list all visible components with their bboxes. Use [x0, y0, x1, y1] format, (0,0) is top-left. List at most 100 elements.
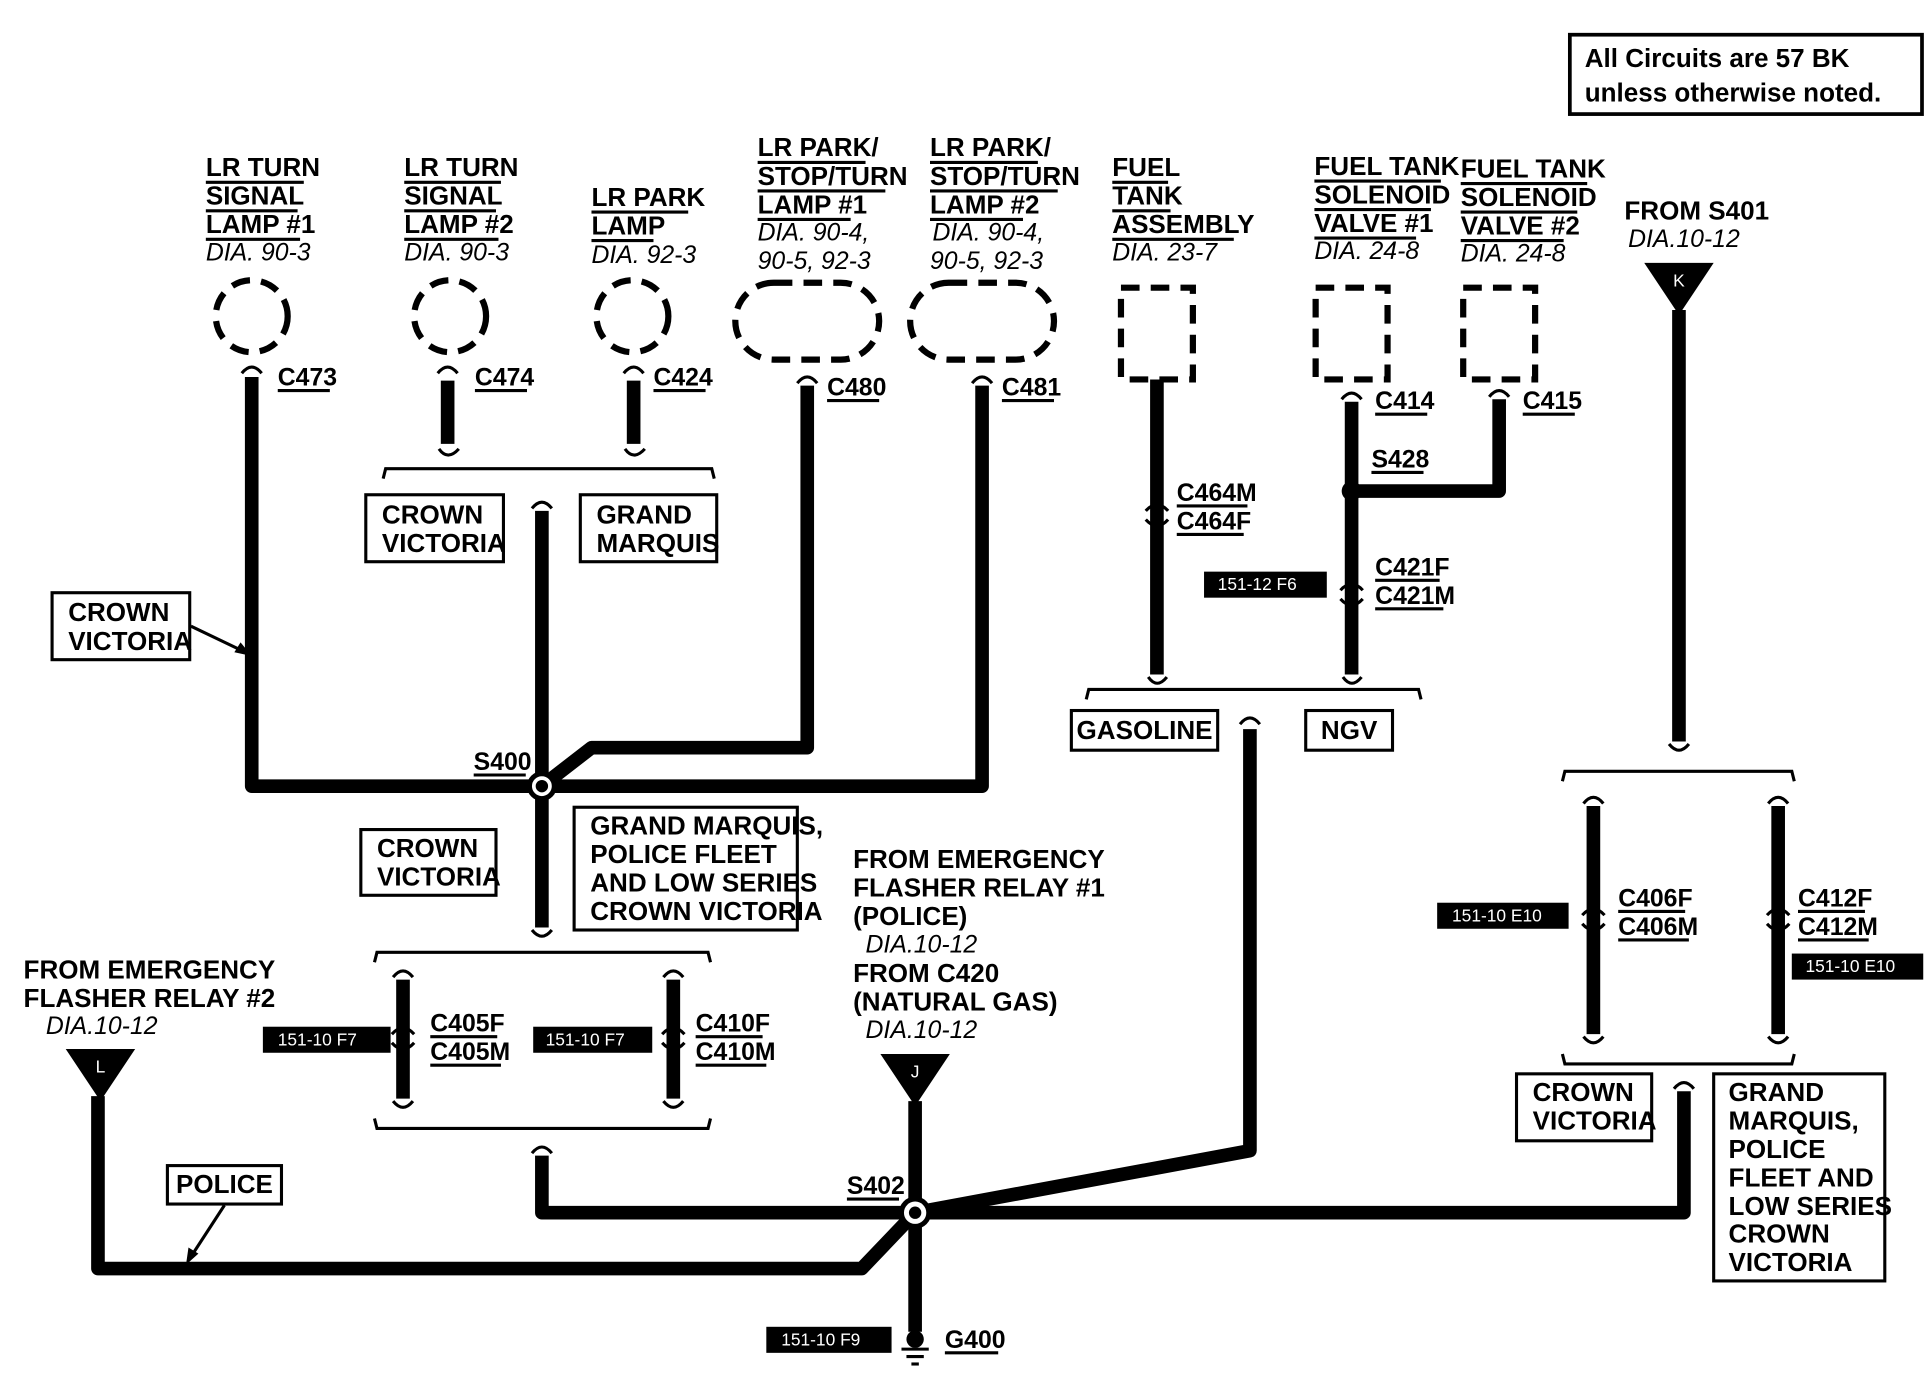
connector-c480: C480: [827, 375, 886, 402]
svg-text:CROWN: CROWN: [1533, 1077, 1634, 1107]
svg-text:DIA. 90-3: DIA. 90-3: [206, 239, 311, 266]
svg-text:K: K: [1673, 270, 1685, 290]
svg-text:FROM EMERGENCY: FROM EMERGENCY: [24, 954, 276, 984]
svg-text:FUEL TANK: FUEL TANK: [1461, 153, 1606, 183]
svg-text:VICTORIA: VICTORIA: [68, 626, 192, 656]
svg-text:J: J: [911, 1062, 920, 1082]
location-tag-f7-a: 151-10 F7: [262, 1026, 391, 1053]
svg-text:DIA.10-12: DIA.10-12: [46, 1013, 158, 1040]
component-fuel-tank-assembly: FUEL TANK ASSEMBLY DIA. 23-7: [1112, 152, 1255, 266]
svg-text:ASSEMBLY: ASSEMBLY: [1112, 209, 1254, 239]
component-lr-park-lamp: LR PARK LAMP DIA. 92-3: [591, 182, 705, 269]
svg-text:CROWN VICTORIA: CROWN VICTORIA: [590, 896, 823, 926]
svg-text:DIA. 90-4,: DIA. 90-4,: [932, 220, 1044, 247]
svg-text:LAMP: LAMP: [591, 210, 665, 240]
svg-text:DIA. 24-8: DIA. 24-8: [1461, 241, 1566, 268]
splice-s402: S402: [847, 1173, 932, 1229]
svg-text:DIA. 90-4,: DIA. 90-4,: [758, 220, 870, 247]
svg-text:LAMP #1: LAMP #1: [206, 209, 315, 239]
location-tag-f6: 151-12 F6: [1204, 571, 1327, 598]
svg-text:LR PARK/: LR PARK/: [758, 132, 879, 162]
svg-text:151-10 F7: 151-10 F7: [278, 1029, 357, 1049]
svg-text:LR TURN: LR TURN: [404, 152, 518, 182]
svg-text:DIA.10-12: DIA.10-12: [866, 931, 978, 958]
connector-c421m: C421M: [1375, 583, 1455, 610]
svg-text:DIA.10-12: DIA.10-12: [866, 1017, 978, 1044]
svg-text:LOW SERIES: LOW SERIES: [1729, 1191, 1892, 1221]
box-ngv: NGV: [1304, 708, 1395, 752]
svg-text:LR TURN: LR TURN: [206, 152, 320, 182]
box-police: POLICE: [165, 1164, 284, 1265]
svg-text:GRAND MARQUIS,: GRAND MARQUIS,: [590, 811, 823, 841]
svg-text:LR PARK/: LR PARK/: [930, 132, 1051, 162]
box-gasoline: GASOLINE: [1069, 708, 1220, 752]
connector-c410f: C410F: [696, 1011, 770, 1038]
svg-text:GRAND: GRAND: [596, 499, 691, 529]
svg-text:SIGNAL: SIGNAL: [404, 181, 502, 211]
box-grand-marquis-top: GRAND MARQUIS: [578, 493, 719, 564]
svg-text:(POLICE): (POLICE): [853, 901, 967, 931]
svg-text:LAMP #1: LAMP #1: [758, 189, 867, 219]
connector-labels: C473 C474 C424 C480 C481 C414 C415 C464M…: [277, 365, 1878, 1067]
source-flasher-relay-1: FROM EMERGENCY FLASHER RELAY #1 (POLICE)…: [853, 844, 1105, 1044]
lamp-outline-lr-park: [593, 277, 672, 356]
splice-s400: S400: [474, 749, 557, 802]
svg-text:LAMP #2: LAMP #2: [404, 209, 513, 239]
svg-text:CROWN: CROWN: [68, 597, 169, 627]
connector-c424: C424: [653, 365, 712, 392]
svg-text:DIA. 23-7: DIA. 23-7: [1112, 239, 1218, 266]
connector-c405m: C405M: [430, 1039, 510, 1066]
svg-text:CROWN: CROWN: [1729, 1218, 1830, 1248]
inline-connector-marks: [390, 503, 1791, 1051]
svg-text:VALVE #1: VALVE #1: [1314, 208, 1433, 238]
svg-text:GRAND: GRAND: [1729, 1077, 1824, 1107]
svg-text:FLEET AND: FLEET AND: [1729, 1163, 1874, 1193]
location-tag-f7-b: 151-10 F7: [533, 1026, 653, 1053]
svg-text:POLICE FLEET: POLICE FLEET: [590, 839, 777, 869]
svg-text:LAMP #2: LAMP #2: [930, 189, 1039, 219]
connector-c406m: C406M: [1618, 914, 1698, 941]
connector-hooks: [240, 365, 1790, 1155]
solenoid-2-outline: [1460, 284, 1539, 383]
svg-text:FUEL TANK: FUEL TANK: [1314, 151, 1459, 181]
note-line-1: All Circuits are 57 BK: [1585, 43, 1850, 73]
svg-text:CROWN: CROWN: [377, 833, 478, 863]
box-crown-victoria-right: CROWN VICTORIA: [1514, 1072, 1657, 1143]
lamp-outline-lr-turn-2: [411, 277, 490, 356]
connector-c481: C481: [1002, 375, 1061, 402]
connector-c421f: C421F: [1375, 554, 1449, 581]
location-tag-e10-b: 151-10 E10: [1791, 953, 1924, 980]
svg-text:VICTORIA: VICTORIA: [1533, 1106, 1657, 1136]
splice-label-s402: S402: [847, 1173, 905, 1200]
source-triangle-l: L: [65, 1049, 136, 1102]
circuit-note: All Circuits are 57 BK unless otherwise …: [1567, 32, 1924, 116]
component-fuel-tank-solenoid-valve-1: FUEL TANK SOLENOID VALVE #1 DIA. 24-8: [1314, 151, 1460, 265]
note-line-2: unless otherwise noted.: [1585, 78, 1882, 108]
svg-text:151-10 F9: 151-10 F9: [781, 1329, 860, 1349]
connector-c474: C474: [475, 365, 534, 392]
box-grand-marquis-right: GRAND MARQUIS, POLICE FLEET AND LOW SERI…: [1712, 1072, 1892, 1283]
svg-text:FROM EMERGENCY: FROM EMERGENCY: [853, 844, 1105, 874]
svg-text:AND LOW SERIES: AND LOW SERIES: [590, 868, 817, 898]
ground-g400: G400: [901, 1327, 1006, 1366]
splice-label-s400: S400: [474, 749, 532, 776]
svg-text:FLASHER RELAY #2: FLASHER RELAY #2: [24, 983, 276, 1013]
lamp-outline-lr-pst-2: [907, 279, 1058, 363]
option-braces: [372, 467, 1796, 1130]
location-tag-f9: 151-10 F9: [766, 1326, 892, 1353]
svg-text:LR PARK: LR PARK: [591, 182, 705, 212]
connector-c412m: C412M: [1798, 914, 1878, 941]
svg-text:VICTORIA: VICTORIA: [377, 861, 501, 891]
box-crown-victoria-mid: CROWN VICTORIA: [359, 828, 501, 897]
ground-label: G400: [945, 1327, 1006, 1354]
svg-text:VALVE #2: VALVE #2: [1461, 210, 1580, 240]
svg-text:151-10 E10: 151-10 E10: [1805, 956, 1895, 976]
svg-text:STOP/TURN: STOP/TURN: [930, 161, 1080, 191]
component-fuel-tank-solenoid-valve-2: FUEL TANK SOLENOID VALVE #2 DIA. 24-8: [1461, 153, 1606, 267]
svg-text:DIA. 90-3: DIA. 90-3: [404, 239, 509, 266]
connector-c412f: C412F: [1798, 885, 1872, 912]
source-triangle-j: J: [880, 1054, 950, 1107]
box-crown-victoria-top: CROWN VICTORIA: [364, 493, 506, 564]
svg-text:FUEL: FUEL: [1112, 152, 1180, 182]
svg-text:MARQUIS,: MARQUIS,: [1729, 1106, 1859, 1136]
